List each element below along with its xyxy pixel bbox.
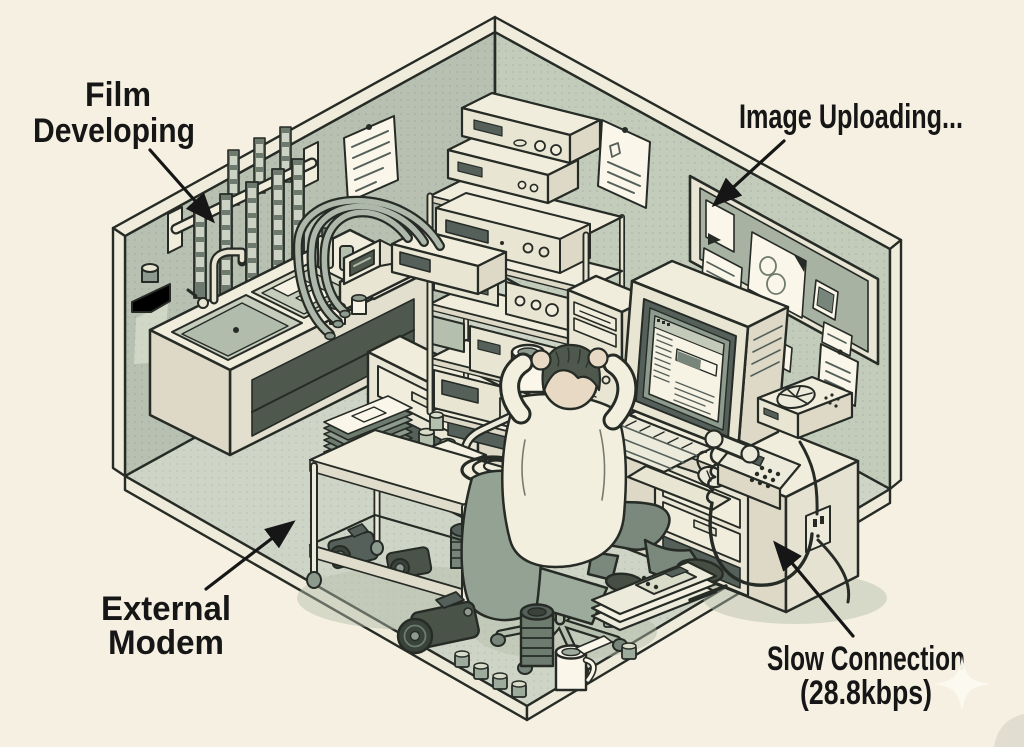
upload-window-titlebar — [653, 315, 725, 356]
phone-line-loop — [708, 501, 814, 587]
sparkle-watermark — [934, 656, 1024, 747]
upload-progress-bar — [675, 348, 718, 377]
image-uploading-label: Image Uploading... — [739, 98, 963, 136]
annotation-film-developing: Film Developing — [33, 76, 216, 224]
sink-basin — [171, 294, 303, 361]
pinned-note-left-wall — [343, 115, 399, 203]
four-point-star-icon — [934, 656, 990, 712]
corkboard — [688, 174, 880, 373]
film-developing-arrow — [148, 148, 216, 224]
outlet-cord-to-floor — [816, 538, 851, 604]
annotation-image-uploading: Image Uploading... — [711, 98, 963, 208]
floor-lens — [519, 603, 555, 668]
external-modem-label-line2: Modem — [108, 624, 224, 662]
left-wall-outer-edge — [111, 226, 127, 478]
crt-monitor — [620, 259, 790, 512]
slow-connection-arrow — [773, 540, 855, 638]
right-wall-outer-edge — [888, 238, 903, 491]
person-hand-left — [530, 349, 552, 371]
person-hand-right — [587, 347, 609, 369]
rack-top-scanner — [446, 133, 580, 205]
thick-cables — [292, 195, 445, 341]
person-torso — [501, 393, 628, 569]
device-on-magazines — [635, 566, 697, 595]
telephone — [704, 429, 814, 587]
handset — [704, 429, 760, 464]
modem-speaker-dial — [756, 375, 854, 440]
handset-coil-cord — [705, 446, 720, 505]
film-developing-label-line2: Developing — [33, 112, 195, 150]
slow-connection-label-line2: (28.8kbps) — [800, 674, 932, 712]
corkboard-small-note — [821, 321, 853, 357]
floor-coffee-mug — [554, 644, 597, 692]
magazine-stack — [575, 560, 728, 655]
pinned-note-right-wall-a — [597, 119, 651, 209]
external-modem-label-line1: External — [101, 590, 231, 628]
upload-window — [648, 315, 725, 423]
slow-connection-label-line1: Slow Connection — [767, 640, 965, 678]
frustrated-photographer — [499, 343, 724, 594]
person-hair — [541, 343, 601, 394]
annotation-external-modem: External Modem — [101, 520, 296, 662]
image-uploading-arrow — [711, 139, 786, 208]
rack-top-deck — [460, 91, 602, 165]
faucet — [186, 247, 247, 309]
floor-camera — [396, 591, 480, 655]
modem-power-cord — [798, 440, 819, 516]
corkboard-small-photo — [812, 279, 839, 321]
film-developing-label-line1: Film — [85, 76, 151, 114]
floor-film-canisters — [454, 610, 637, 698]
corner-blob — [994, 714, 1024, 747]
rack-device-1 — [435, 192, 591, 274]
annotation-slow-connection: Slow Connection (28.8kbps) — [767, 540, 965, 712]
external-modem-arrow — [204, 520, 296, 591]
cable-interface-box — [390, 228, 508, 296]
corkboard-photo-uploading — [705, 199, 735, 253]
